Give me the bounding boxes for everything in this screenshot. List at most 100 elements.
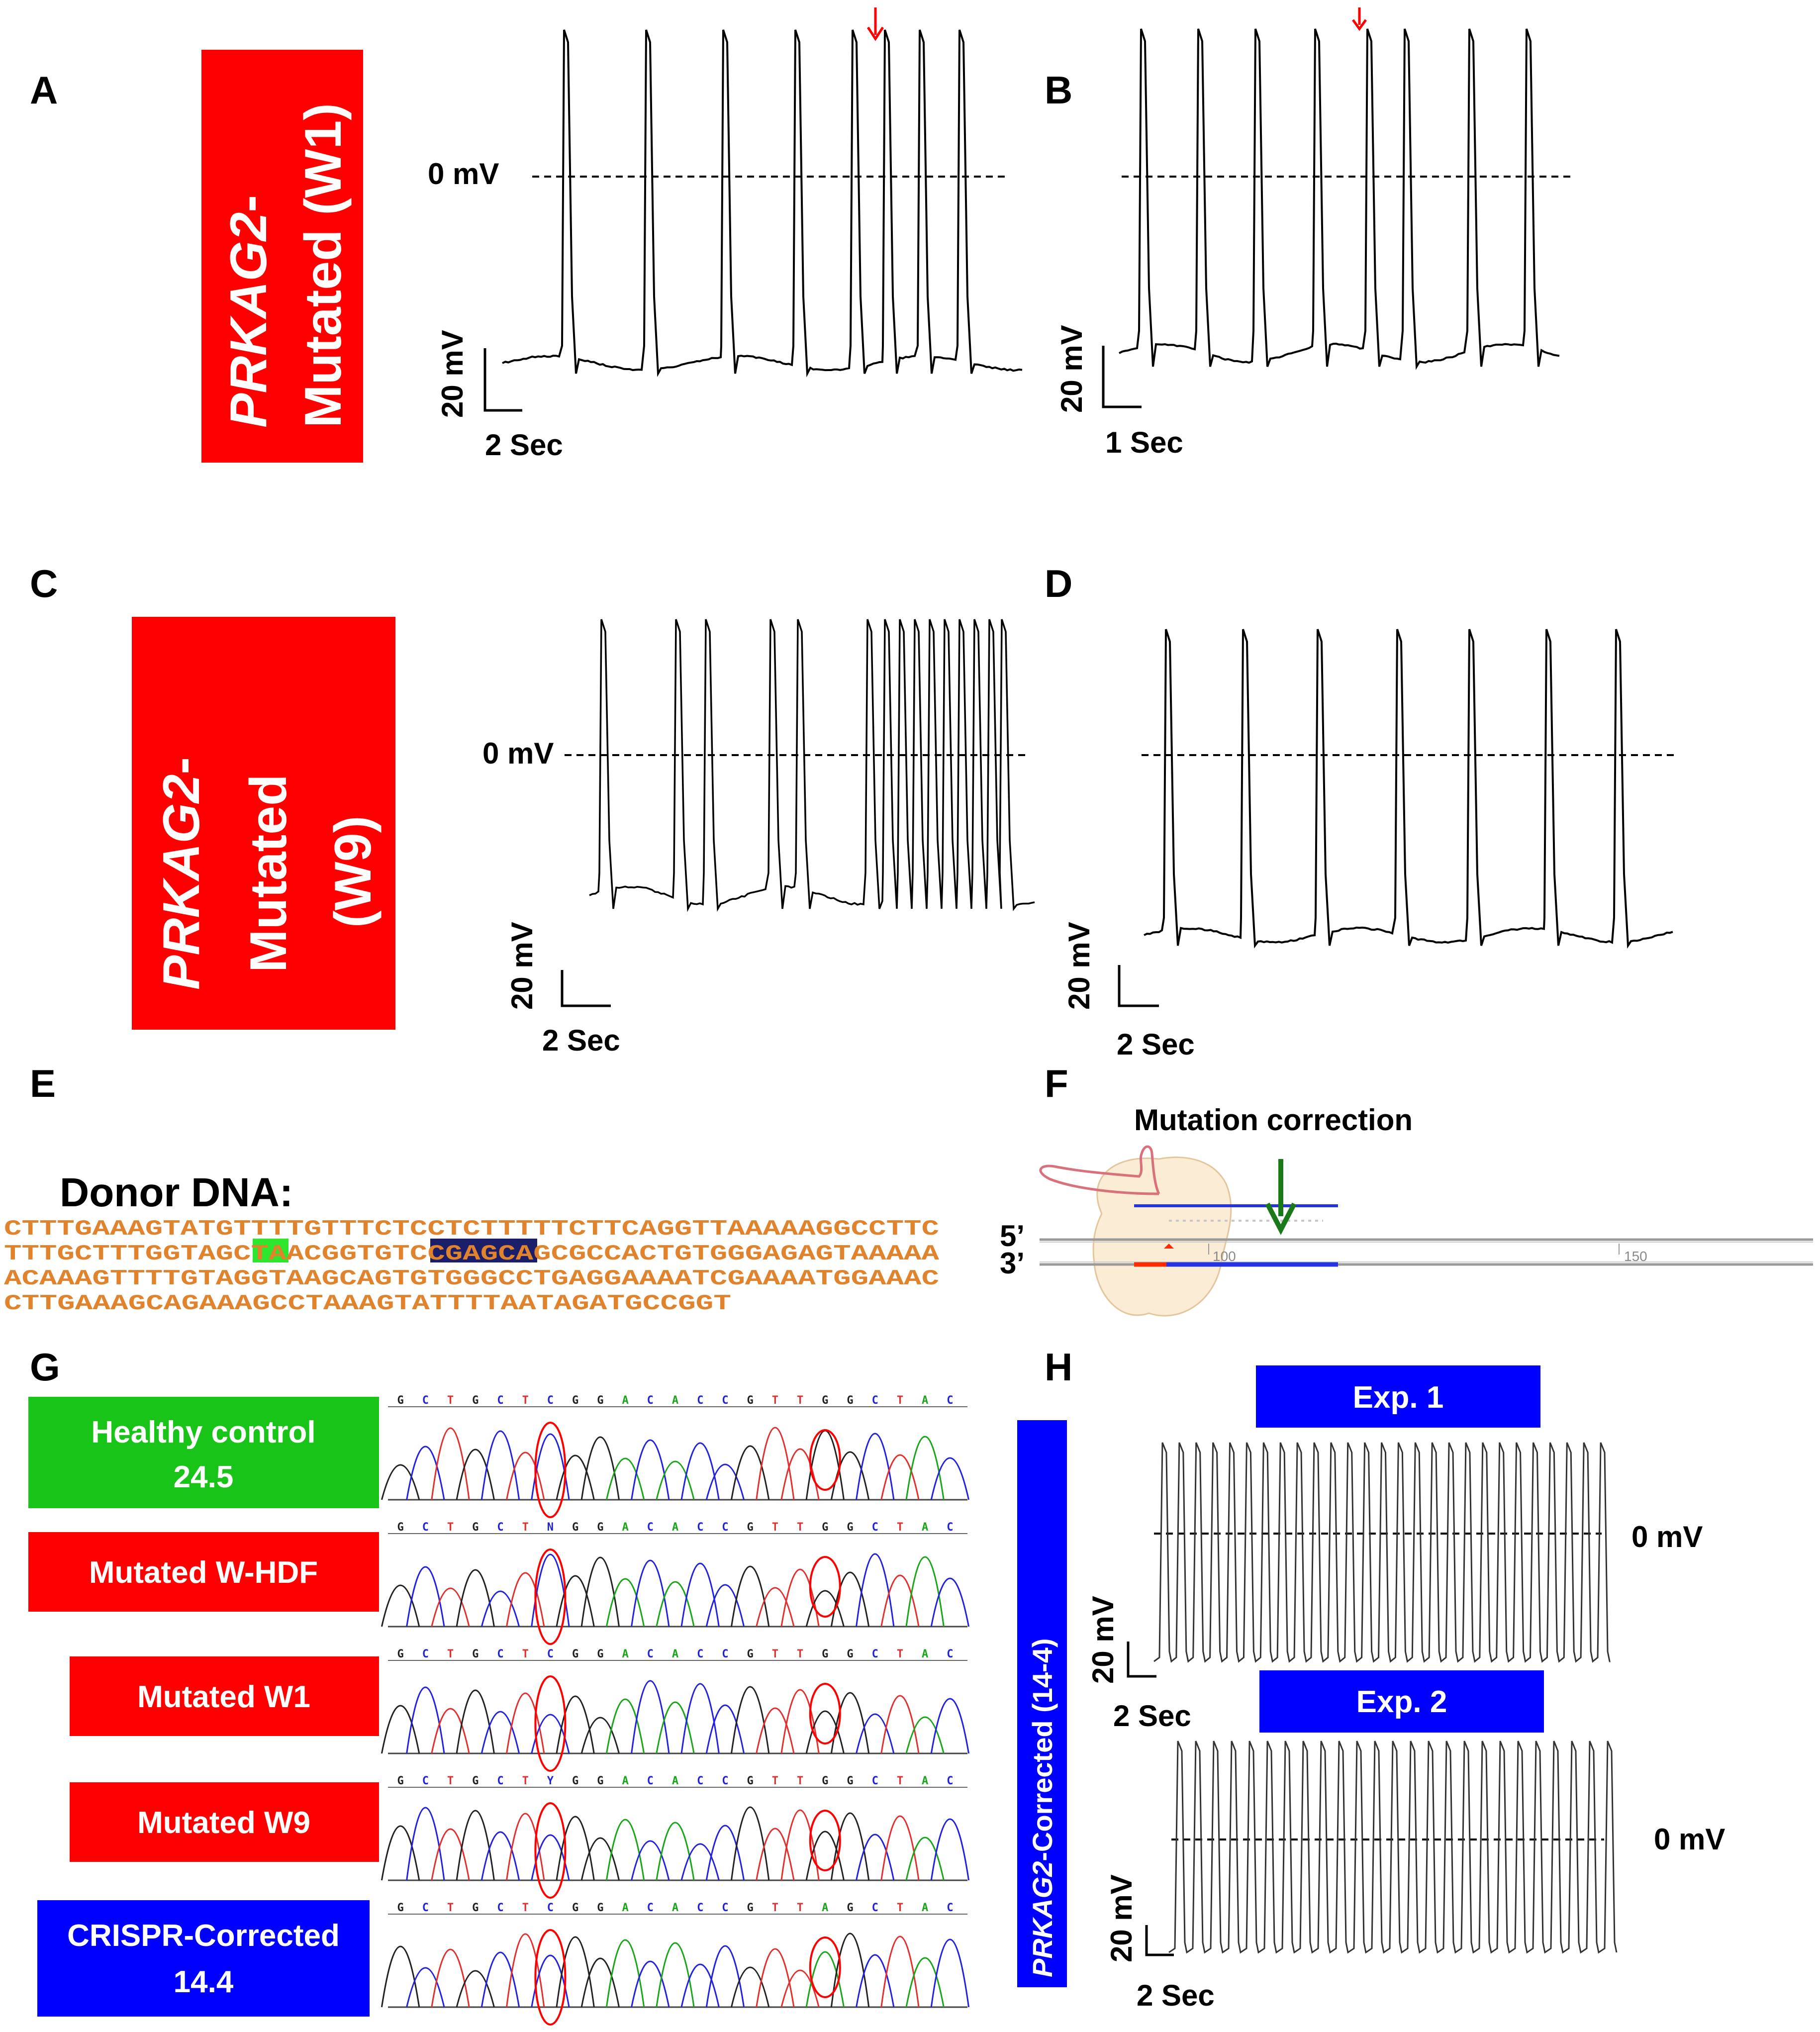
chromatogram-peak	[432, 1428, 469, 1500]
panel-c-side-label-line2: Mutated	[240, 774, 297, 972]
exp2-trace	[1169, 1741, 1617, 1952]
panel-c-label: C	[30, 562, 58, 605]
base-call: G	[822, 1521, 828, 1534]
base-call: T	[447, 1521, 454, 1534]
base-call: G	[822, 1775, 828, 1787]
base-call: A	[822, 1902, 828, 1914]
chromatogram-peak	[432, 1949, 469, 2007]
panel-e-label: E	[30, 1062, 56, 1105]
base-call: C	[947, 1394, 953, 1407]
exp1-scale-t: 2 Sec	[1113, 1699, 1191, 1733]
base-call: C	[872, 1394, 878, 1407]
base-call: C	[647, 1521, 654, 1534]
chromatogram-peak	[407, 1808, 444, 1880]
base-call: T	[772, 1775, 778, 1787]
chromatograms: GCTGCTCGGACACCGTTGGCTACGCTGCTNGGACACCGTT…	[382, 1394, 968, 2025]
exp1-zero-label: 0 mV	[1631, 1520, 1703, 1553]
chromatogram-peak	[931, 1819, 968, 1880]
panel-a-gene-name: PRKAG2	[220, 212, 278, 428]
chromatogram-peak	[906, 1437, 944, 1500]
base-call: C	[947, 1648, 953, 1660]
panel-d-label: D	[1045, 562, 1072, 605]
chromatogram-peak	[457, 1811, 494, 1880]
base-call: G	[472, 1521, 479, 1534]
base-call: T	[522, 1394, 529, 1407]
exp2-zero-label: 0 mV	[1654, 1823, 1725, 1856]
base-call: T	[797, 1902, 803, 1914]
base-call: T	[797, 1394, 803, 1407]
base-call: T	[897, 1775, 903, 1787]
base-call: G	[572, 1648, 578, 1660]
exp2-scale-v: 20 mV	[1105, 1874, 1138, 1962]
base-call: G	[847, 1648, 853, 1660]
chromatogram-peak	[481, 1431, 519, 1500]
base-call: G	[822, 1394, 828, 1407]
exp1-trace	[1154, 1443, 1610, 1661]
chromatogram-peak	[407, 1687, 444, 1753]
panel-a-scale-v: 20 mV	[436, 330, 469, 418]
chromatogram-peak	[632, 1560, 669, 1627]
mutation-site-circle	[535, 1423, 565, 1517]
base-call: G	[847, 1902, 853, 1914]
panel-f-label: F	[1045, 1062, 1068, 1105]
base-call: A	[672, 1902, 678, 1914]
base-call: A	[622, 1775, 628, 1787]
chromatogram-peak	[706, 1946, 744, 2007]
chromatogram-peak	[881, 1816, 919, 1880]
base-call: G	[397, 1394, 403, 1407]
base-call: A	[672, 1775, 678, 1787]
mutation-site-circle	[810, 1430, 840, 1490]
chromatogram-peak	[931, 1939, 968, 2007]
base-call: G	[847, 1394, 853, 1407]
base-call: A	[672, 1394, 678, 1407]
base-call: G	[597, 1394, 603, 1407]
exp2-scale-bar	[1147, 1925, 1174, 1955]
base-call: T	[522, 1648, 529, 1660]
base-call: C	[872, 1902, 878, 1914]
base-call: G	[747, 1775, 754, 1787]
base-call: G	[472, 1648, 479, 1660]
panel-h-side-rest: -Corrected (14-4)	[1027, 1639, 1058, 1861]
panel-a-scale-bar	[485, 348, 522, 410]
base-call: G	[397, 1775, 403, 1787]
base-call: G	[397, 1648, 403, 1660]
base-call: C	[722, 1775, 728, 1787]
base-call: T	[797, 1648, 803, 1660]
base-call: A	[922, 1902, 928, 1914]
base-call: C	[422, 1521, 429, 1534]
panel-c-trace	[589, 619, 1035, 909]
panel-b-scale-bar	[1103, 346, 1142, 407]
sample-id-crispr: 14.4	[174, 1965, 234, 1999]
base-call: G	[472, 1902, 479, 1914]
tick-100: 100	[1213, 1249, 1236, 1264]
chromatogram-peak	[681, 1443, 719, 1500]
base-call: C	[547, 1902, 554, 1914]
base-call: T	[447, 1394, 454, 1407]
tick-150: 150	[1624, 1249, 1647, 1264]
chromatogram-peak	[507, 1693, 544, 1753]
chromatogram-peak	[657, 1823, 694, 1880]
base-call: G	[572, 1775, 578, 1787]
base-call: C	[547, 1394, 554, 1407]
chromatogram-peak	[881, 1696, 919, 1753]
panel-a-zero-label: 0 mV	[428, 157, 499, 191]
panel-a-side-label-line2: Mutated (W1)	[294, 103, 352, 428]
base-call: C	[697, 1648, 703, 1660]
panel-d-scale-bar	[1119, 965, 1159, 1006]
chromatogram-peak	[681, 1684, 719, 1753]
chromatogram-peak	[857, 1434, 894, 1500]
chromatogram-peak	[606, 1820, 644, 1880]
panel-d-trace	[1144, 629, 1673, 946]
base-call: A	[672, 1648, 678, 1660]
chromatogram-peak	[757, 1428, 794, 1500]
base-call: C	[422, 1648, 429, 1660]
base-call: T	[447, 1648, 454, 1660]
mutation-site-circle	[535, 1549, 565, 1644]
base-call: A	[922, 1521, 928, 1534]
base-call: A	[622, 1394, 628, 1407]
panel-c-gene-dash: -	[153, 757, 210, 774]
base-call: G	[472, 1394, 479, 1407]
panel-c-side-label-line3: (W9)	[324, 816, 382, 928]
chromatogram-peak	[881, 1936, 919, 2007]
panel-f-title: Mutation correction	[1134, 1103, 1413, 1137]
